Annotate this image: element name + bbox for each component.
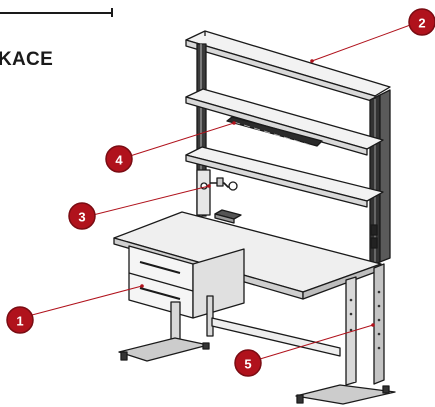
callout-badge-4: 4 [105,145,133,173]
callout-badge-1: 1 [6,306,34,334]
leader-1 [31,285,143,316]
shelf-frame [185,30,391,267]
leader-4 [129,122,235,157]
callout-label-4: 4 [115,153,123,168]
leader-3 [92,185,210,216]
top-rule [0,12,112,14]
callout-label-2: 2 [418,16,425,31]
drawer-unit [128,245,245,319]
callout-label-1: 1 [16,314,23,329]
callout-label-5: 5 [244,357,251,372]
callout-label-3: 3 [78,210,85,225]
top-shelf [185,30,391,97]
leader-2 [311,23,414,62]
lower-shelf [185,146,384,202]
callout-badge-3: 3 [68,202,96,230]
callout-badge-2: 2 [408,8,435,36]
heading: KACE [0,49,54,70]
leader-5 [259,324,374,360]
service-column [196,169,211,216]
top-rule-tick [111,8,113,17]
callout-badge-5: 5 [234,349,262,377]
frame-legs [118,263,396,405]
middle-shelf [185,88,384,150]
